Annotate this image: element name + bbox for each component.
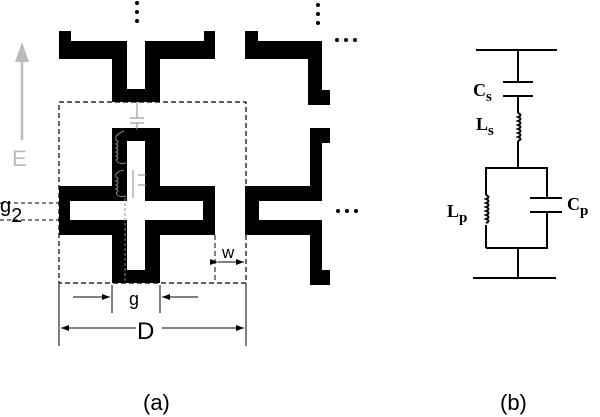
continuation-dots: [135, 1, 358, 213]
g-label: g: [129, 289, 139, 309]
cp-label: Cp: [567, 194, 588, 219]
e-field-arrow: [15, 42, 29, 140]
e-field-label: E: [12, 146, 27, 171]
top-cell-metal: [59, 31, 215, 102]
g2-label: g2: [0, 195, 22, 227]
w-label: w: [221, 243, 235, 262]
caption-b: (b): [500, 390, 527, 415]
unit-cell-cross: [59, 128, 215, 283]
equivalent-circuit: [473, 49, 562, 279]
caption-a: (a): [143, 390, 170, 415]
ls-label: Ls: [476, 114, 494, 139]
cs-label: Cs: [473, 80, 492, 105]
d-label: D: [137, 318, 154, 345]
right-cell-metal: [245, 128, 330, 285]
top-right-cell-metal: [245, 31, 330, 105]
circuit-overlay: [114, 102, 146, 283]
lp-label: Lp: [447, 201, 467, 226]
d-dimension: [58, 283, 247, 346]
g2-dimension-lines: [0, 202, 59, 221]
g-dimension: [73, 285, 198, 313]
